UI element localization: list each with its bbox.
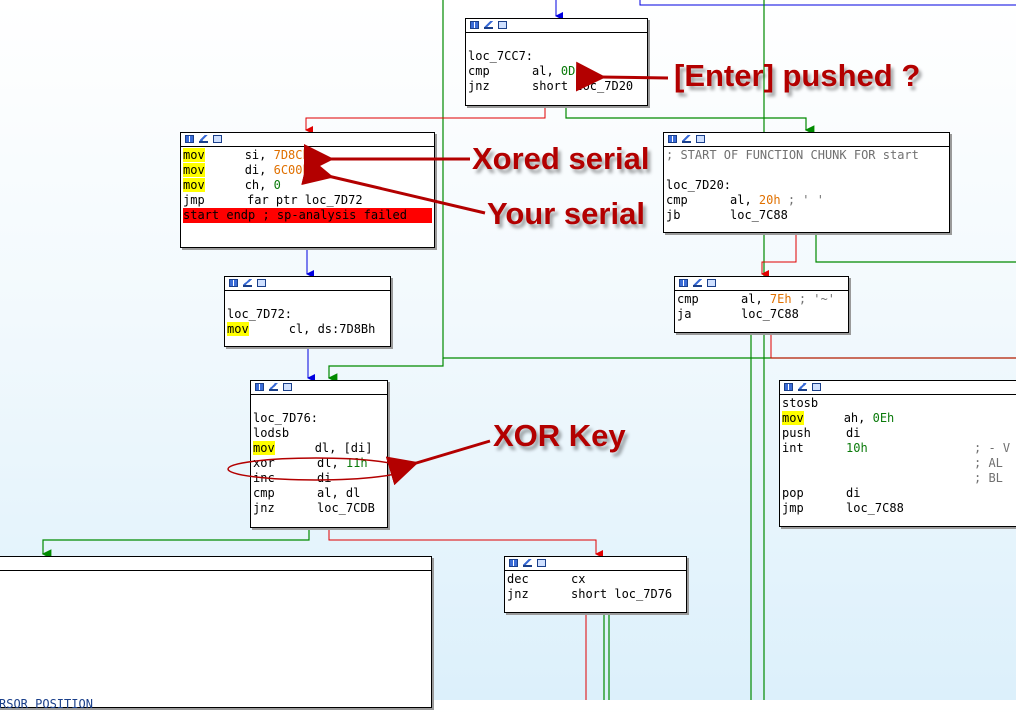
chart-icon[interactable]	[269, 383, 278, 391]
asm-line: lodsb	[253, 426, 290, 440]
edge-7cc7-to-7d20	[565, 104, 815, 135]
node-header	[225, 277, 390, 291]
node-header	[181, 133, 434, 147]
asm-line: stosb	[782, 396, 819, 410]
annotation-xored-serial: Xored serial	[472, 141, 650, 176]
asm-line: ; AL	[974, 456, 1003, 470]
node-header	[664, 133, 949, 147]
edge-7eh-red-right	[770, 331, 1016, 359]
chart-icon[interactable]	[523, 559, 532, 567]
node-header	[505, 557, 686, 571]
cursor-position-text: RSOR POSITION	[0, 697, 93, 711]
edge-top-right-line	[639, 0, 1016, 6]
code-icon[interactable]	[707, 279, 716, 287]
graph-icon[interactable]	[470, 21, 479, 29]
graph-icon[interactable]	[229, 279, 238, 287]
chart-icon[interactable]	[798, 383, 807, 391]
node-header	[466, 19, 647, 33]
code-icon[interactable]	[213, 135, 222, 143]
code-icon[interactable]	[498, 21, 507, 29]
asm-label: loc_7D76:	[253, 411, 319, 425]
edge-loop-into-7d76	[327, 358, 444, 383]
code-icon[interactable]	[257, 279, 266, 287]
graph-icon[interactable]	[784, 383, 793, 391]
code-icon[interactable]	[283, 383, 292, 391]
asm-label: loc_7D72:	[227, 307, 293, 321]
node-header	[780, 381, 1016, 395]
graph-icon[interactable]	[668, 135, 677, 143]
node-header	[0, 557, 431, 571]
annotation-enter-pushed: [Enter] pushed ?	[674, 58, 921, 93]
code-icon[interactable]	[537, 559, 546, 567]
code-icon[interactable]	[812, 383, 821, 391]
graph-icon[interactable]	[679, 279, 688, 287]
edge-7d76-to-bottom-left	[41, 526, 310, 559]
asm-line: ; BL	[974, 471, 1003, 485]
chart-icon[interactable]	[682, 135, 691, 143]
error-line: start endp ; sp-analysis failed	[183, 208, 432, 223]
asm-label: loc_7D20:	[666, 178, 732, 192]
graph-icon[interactable]	[255, 383, 264, 391]
chart-icon[interactable]	[199, 135, 208, 143]
chart-icon[interactable]	[243, 279, 252, 287]
edge-7d20-green-right	[815, 231, 1016, 263]
node-header	[251, 381, 387, 395]
asm-label: loc_7CC7:	[468, 49, 534, 63]
annotation-your-serial: Your serial	[487, 196, 645, 231]
graph-icon[interactable]	[185, 135, 194, 143]
annotation-xor-key: XOR Key	[493, 418, 626, 453]
edge-7cc7-to-serial	[305, 104, 546, 134]
function-chunk-comment: ; START OF FUNCTION CHUNK FOR start	[666, 148, 919, 162]
graph-icon[interactable]	[509, 559, 518, 567]
node-header	[675, 277, 848, 291]
edge-7d76-to-dec	[328, 526, 603, 558]
node-loc-7d20[interactable]: ; START OF FUNCTION CHUNK FOR start loc_…	[663, 132, 950, 233]
code-icon[interactable]	[696, 135, 705, 143]
chart-icon[interactable]	[484, 21, 493, 29]
edge-7d20-to-7eh	[761, 231, 797, 278]
node-bottom-left[interactable]: RSOR POSITION	[0, 556, 432, 711]
chart-icon[interactable]	[693, 279, 702, 287]
